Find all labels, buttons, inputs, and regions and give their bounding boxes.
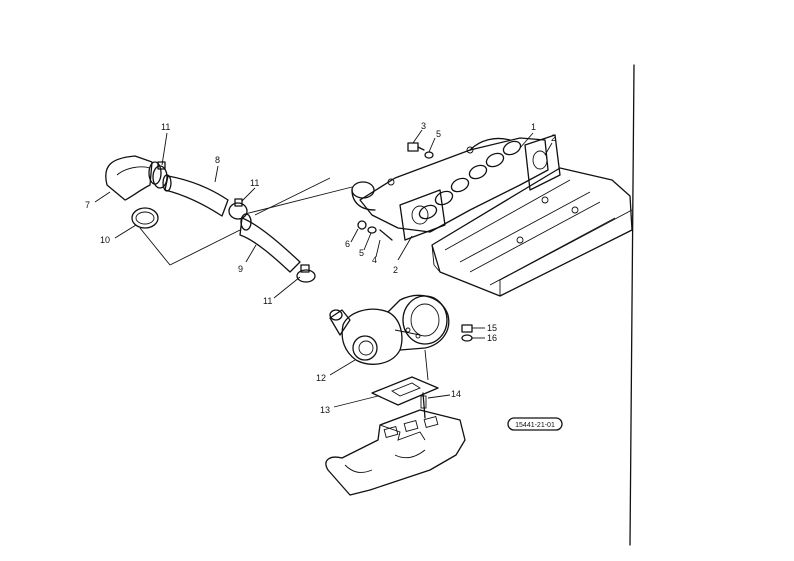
hose-clamp-upper — [152, 161, 168, 189]
callout-11-bottom: 11 — [263, 296, 272, 306]
assembly-guide-lines — [139, 177, 353, 266]
clamp-ring — [131, 207, 159, 229]
nut-6 — [350, 220, 367, 243]
callout-16: 16 — [487, 333, 497, 343]
callout-4: 4 — [372, 255, 377, 265]
leader-lines — [94, 132, 553, 408]
intake-hose-upper — [162, 174, 229, 217]
callout-3: 3 — [421, 121, 426, 131]
callout-14: 14 — [451, 389, 461, 399]
callout-2-lower: 2 — [393, 265, 398, 275]
callout-11-top: 11 — [161, 122, 170, 132]
manifold-intake-elbow — [351, 181, 376, 211]
reference-code-text: 15441-21-01 — [515, 422, 555, 429]
callout-12: 12 — [316, 373, 326, 383]
washer-5 — [424, 137, 436, 159]
intake-pipe-lower — [239, 213, 301, 273]
hose-clamp-middle — [228, 198, 248, 220]
bolt-3 — [407, 129, 425, 152]
callout-11-middle: 11 — [250, 178, 259, 188]
cylinder-head — [431, 167, 633, 297]
hose-clamp-lower — [296, 264, 316, 283]
turbocharger — [329, 294, 450, 365]
turbo-flange-gasket — [371, 376, 439, 406]
callout-5-lower: 5 — [359, 248, 364, 258]
callout-10: 10 — [100, 235, 110, 245]
stud-4 — [375, 229, 393, 258]
manifold-gasket — [399, 134, 561, 241]
oil-fitting-washer — [461, 334, 485, 342]
callout-2-upper: 2 — [551, 133, 556, 143]
oil-fitting — [461, 324, 485, 333]
exhaust-manifold — [359, 137, 549, 233]
stud-14 — [420, 392, 427, 419]
callout-13: 13 — [320, 405, 330, 415]
turbo-exhaust-manifold — [325, 409, 466, 496]
callout-7: 7 — [85, 200, 90, 210]
page-divider-line — [629, 64, 635, 546]
callout-8: 8 — [215, 155, 220, 165]
washer-5-lower — [363, 226, 377, 251]
callout-15: 15 — [487, 323, 497, 333]
callout-9: 9 — [238, 264, 243, 274]
callout-labels: 1 2 3 5 2 4 5 6 7 8 9 10 11 11 11 12 13 … — [85, 121, 556, 415]
callout-1: 1 — [531, 122, 536, 132]
callout-5-upper: 5 — [436, 129, 441, 139]
callout-6: 6 — [345, 239, 350, 249]
reference-code-badge: 15441-21-01 — [507, 417, 563, 431]
